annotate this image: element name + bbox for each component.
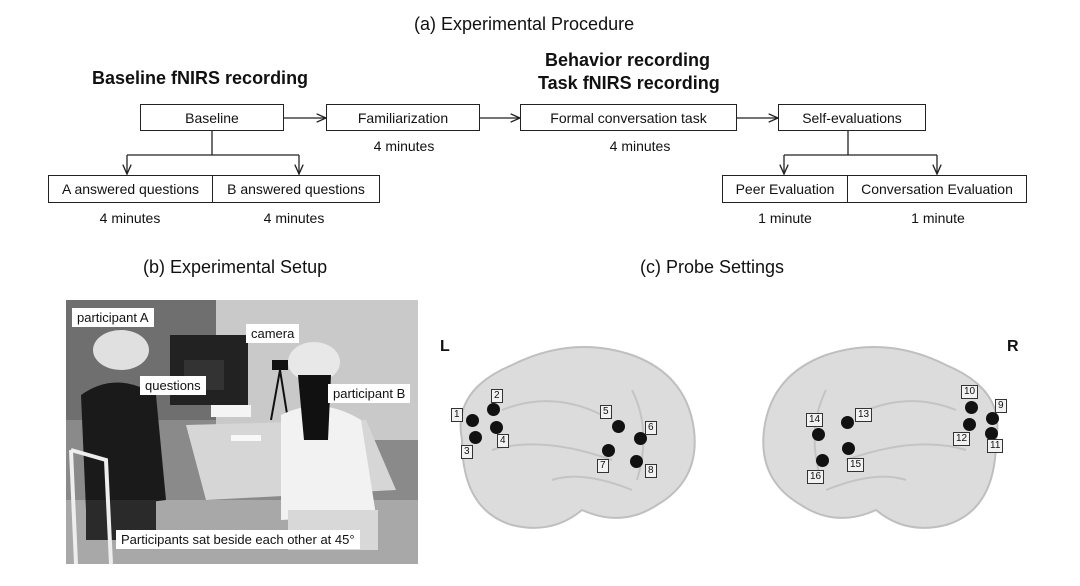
participant-b-label: participant B [328, 384, 411, 403]
optode-left-3 [469, 431, 482, 444]
channel-15: 15 [847, 458, 865, 472]
left-hemisphere-label: L [440, 338, 450, 355]
optode-left-4 [490, 421, 503, 434]
channel-5: 5 [600, 405, 612, 419]
formal-task-duration: 4 minutes [609, 138, 671, 154]
channel-1: 1 [451, 408, 463, 422]
optode-left-5 [612, 420, 625, 433]
optode-right-11 [985, 427, 998, 440]
setup-title: (b) Experimental Setup [143, 257, 328, 277]
self-evaluations-box: Self-evaluations [778, 104, 926, 131]
a-answered-duration: 4 minutes [99, 210, 161, 226]
probe-title: (c) Probe Settings [640, 257, 785, 277]
task-recording-header: Task fNIRS recording [538, 73, 720, 93]
participant-a-label: participant A [72, 308, 154, 327]
channel-16: 16 [807, 470, 825, 484]
channel-9: 9 [995, 399, 1007, 413]
optode-right-12 [963, 418, 976, 431]
channel-10: 10 [961, 385, 979, 399]
peer-eval-duration: 1 minute [758, 210, 812, 226]
familiarization-box: Familiarization [326, 104, 480, 131]
baseline-recording-header: Baseline fNIRS recording [92, 68, 309, 88]
channel-13: 13 [855, 408, 873, 422]
b-answered-duration: 4 minutes [263, 210, 325, 226]
channel-8: 8 [645, 464, 657, 478]
channel-11: 11 [987, 439, 1004, 453]
photo-caption: Participants sat beside each other at 45… [116, 530, 360, 549]
camera-label: camera [246, 324, 300, 343]
channel-7: 7 [597, 459, 609, 473]
optode-left-6 [634, 432, 647, 445]
procedure-title: (a) Experimental Procedure [414, 14, 635, 34]
familiarization-duration: 4 minutes [373, 138, 435, 154]
channel-6: 6 [645, 421, 657, 435]
left-brain-illustration [459, 346, 696, 529]
right-hemisphere-label: R [1007, 338, 1019, 355]
channel-4: 4 [497, 434, 509, 448]
optode-left-1 [466, 414, 479, 427]
optode-right-10 [965, 401, 978, 414]
formal-task-box: Formal conversation task [520, 104, 737, 131]
conv-eval-duration: 1 minute [911, 210, 965, 226]
experimental-setup-photo: participant A camera questions participa… [66, 300, 418, 564]
peer-eval-box: Peer Evaluation [722, 175, 848, 203]
a-answered-box: A answered questions [48, 175, 213, 203]
optode-left-2 [487, 403, 500, 416]
optode-right-9 [986, 412, 999, 425]
b-answered-box: B answered questions [212, 175, 380, 203]
optode-right-13 [841, 416, 854, 429]
channel-12: 12 [953, 432, 971, 446]
photo-illustration [66, 300, 418, 564]
channel-14: 14 [806, 413, 824, 427]
optode-right-15 [842, 442, 855, 455]
behavior-recording-header: Behavior recording [545, 50, 711, 70]
channel-3: 3 [461, 445, 473, 459]
conv-eval-box: Conversation Evaluation [847, 175, 1027, 203]
questions-label: questions [140, 376, 206, 395]
baseline-box: Baseline [140, 104, 284, 131]
optode-left-7 [602, 444, 615, 457]
optode-left-8 [630, 455, 643, 468]
channel-2: 2 [491, 389, 503, 403]
optode-right-16 [816, 454, 829, 467]
optode-right-14 [812, 428, 825, 441]
